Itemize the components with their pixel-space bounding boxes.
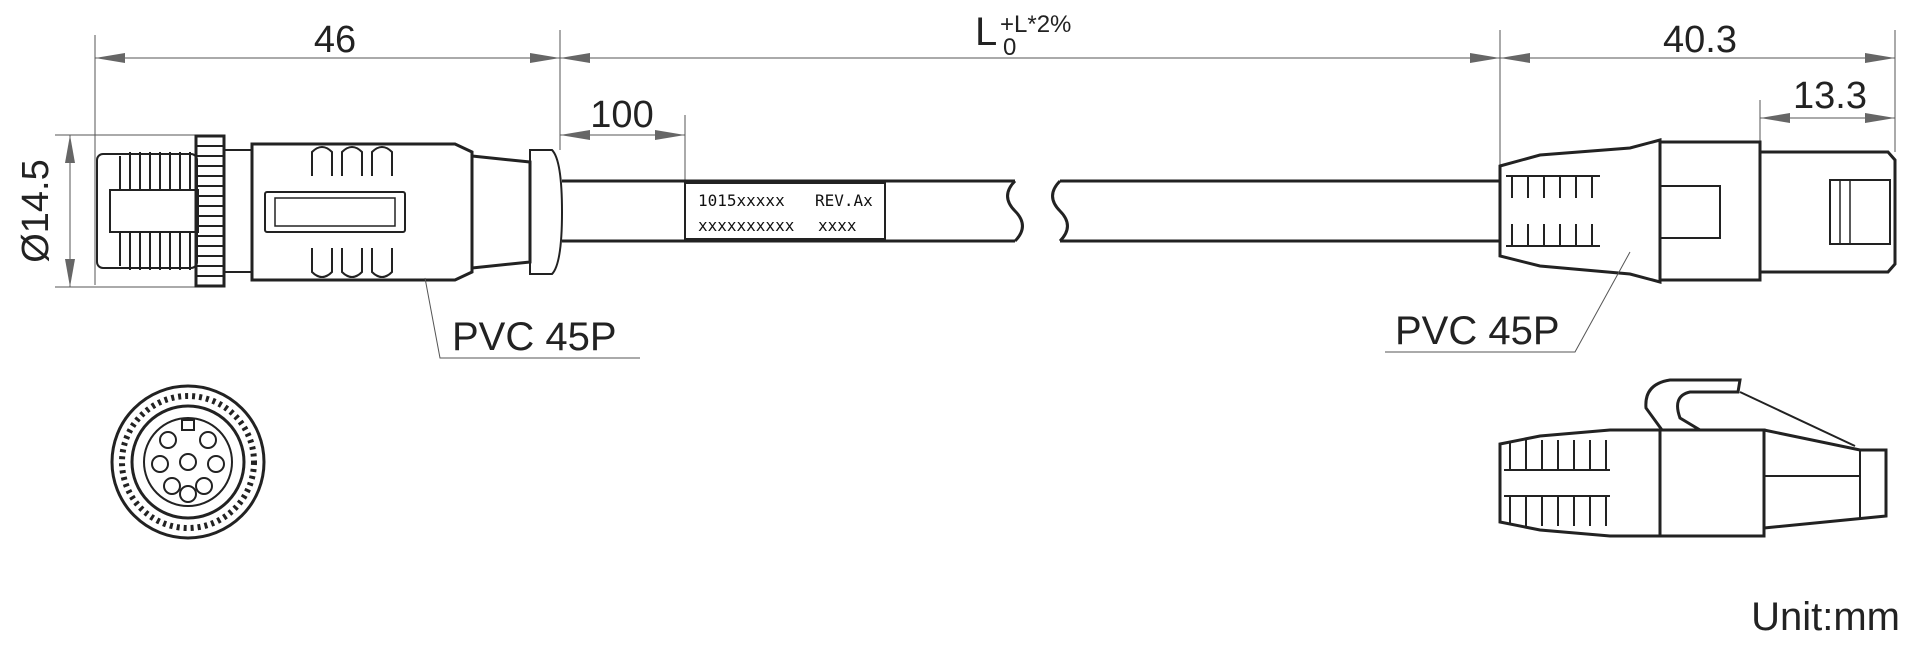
m12-front-view (110, 384, 266, 540)
label-part-number: 1015xxxxx (698, 191, 785, 210)
dim-cable-length-lower: 0 (1003, 34, 1016, 61)
leader-right (1385, 251, 1631, 353)
cable-label: 1015xxxxx REV.Ax xxxxxxxxxx xxxx (684, 182, 886, 240)
material-right: PVC 45P (1395, 309, 1560, 353)
material-left: PVC 45P (452, 315, 617, 359)
dim-rj45-length: 40.3 (1663, 19, 1737, 61)
dim-label-offset: 100 (590, 94, 653, 136)
dim-cable-length-base: L (975, 10, 997, 54)
dim-rj45-head: 13.3 (1793, 75, 1867, 117)
dim-cable-length-upper: +L*2% (1000, 11, 1071, 38)
dimension-lines (55, 30, 1896, 288)
leader-left (424, 277, 640, 359)
label-serial: xxxxxxxxxx (698, 216, 795, 235)
dim-diameter: Ø14.5 (15, 159, 57, 263)
rj45-connector (1498, 138, 1897, 284)
cable (562, 179, 1500, 243)
m12-connector (96, 134, 564, 288)
label-revision: REV.Ax (815, 191, 873, 210)
rj45-bottom-view (1498, 378, 1888, 538)
dim-m12-length: 46 (314, 19, 356, 61)
dim-cable-length: L 0 +L*2% (975, 10, 1071, 61)
unit-label: Unit:mm (1751, 595, 1900, 639)
label-code: xxxx (818, 216, 857, 235)
